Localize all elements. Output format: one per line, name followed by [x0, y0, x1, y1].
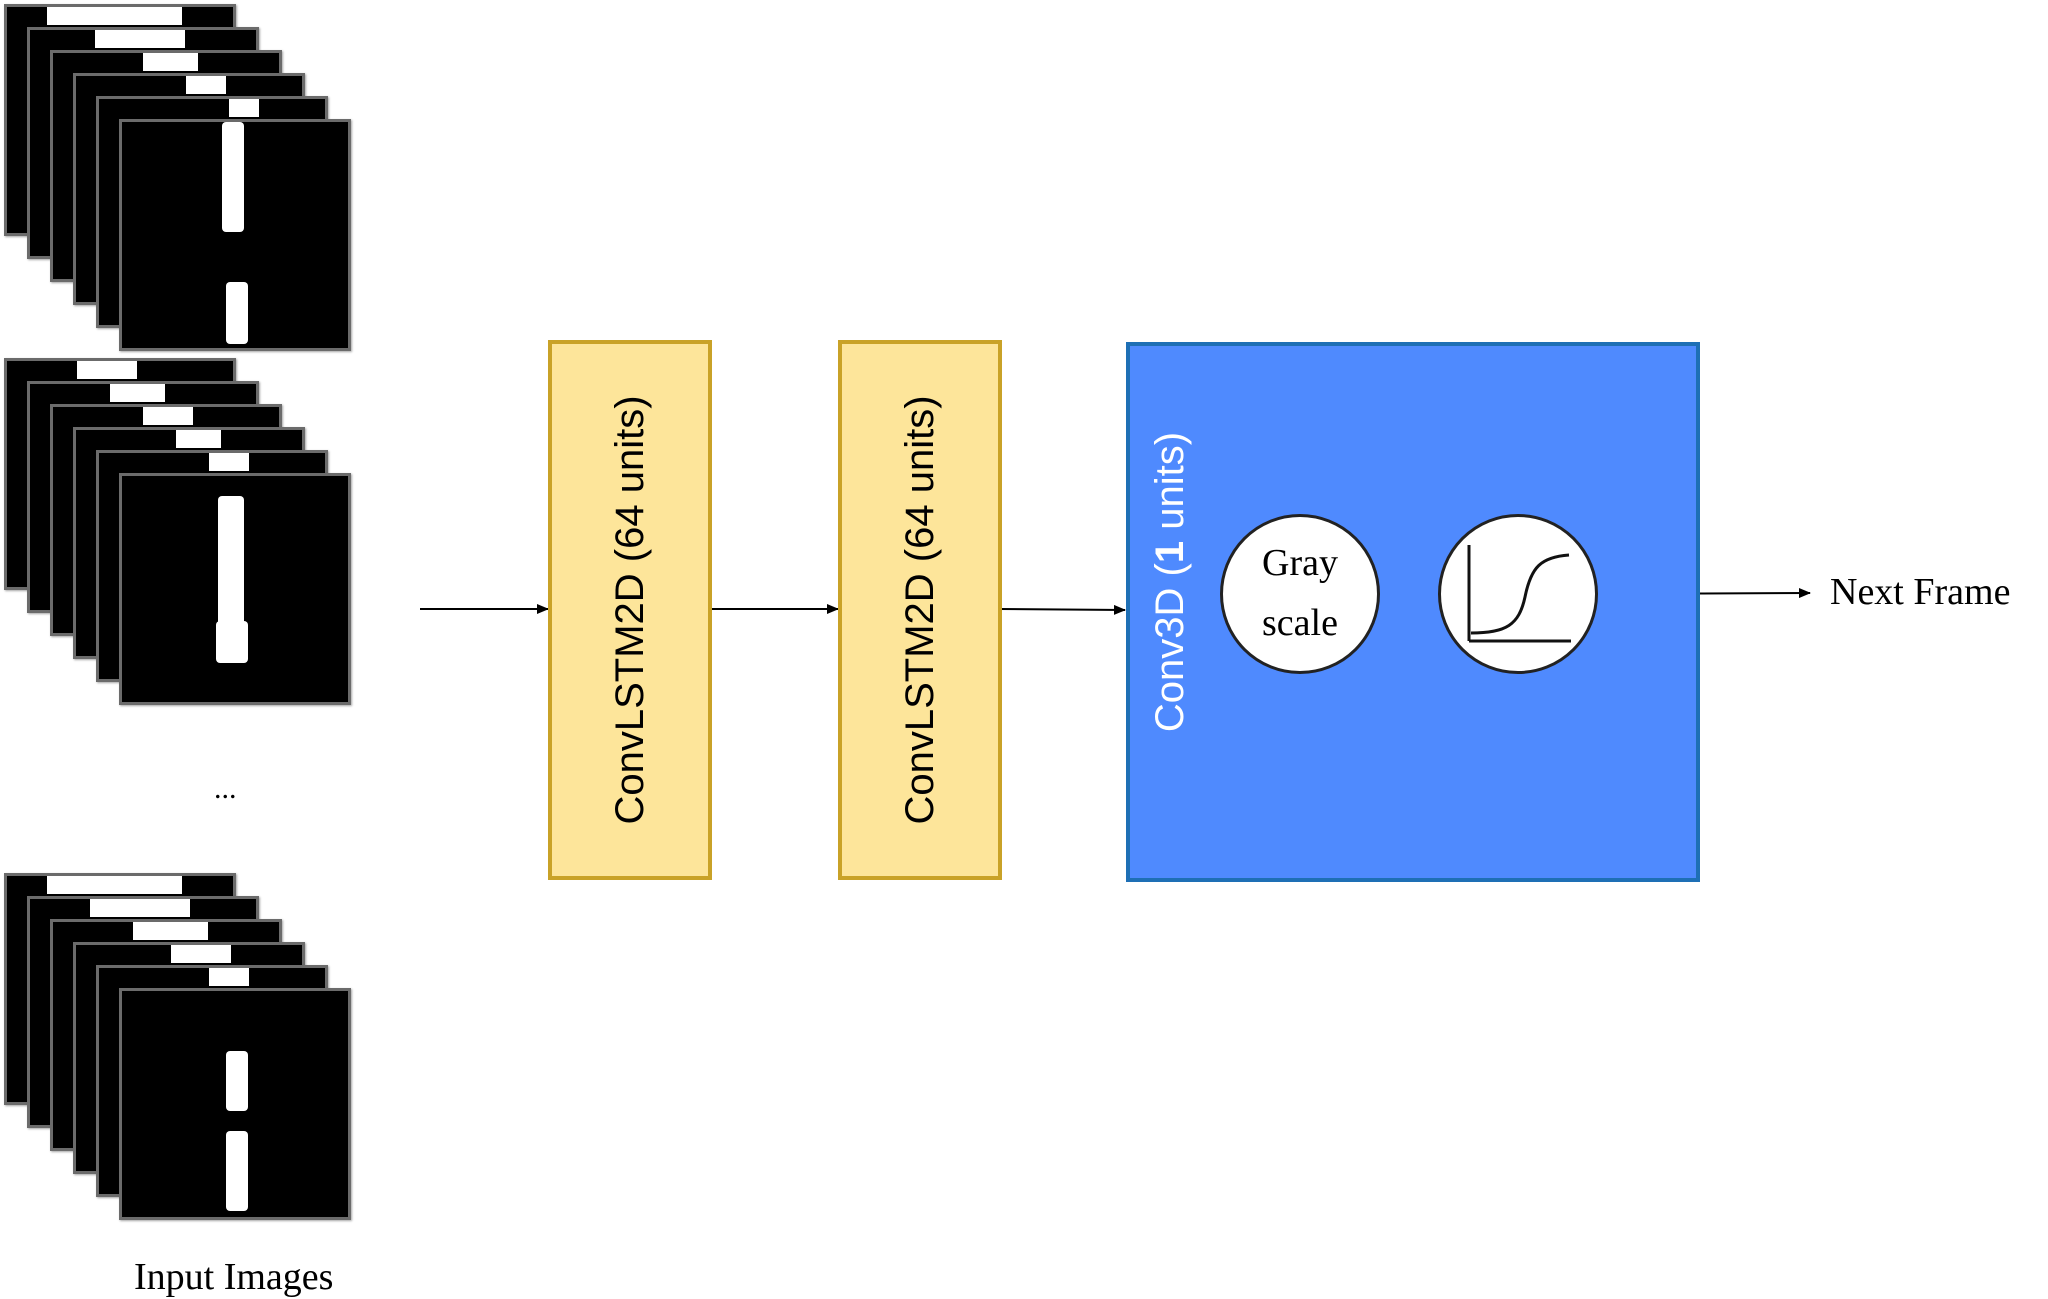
frame-stripe: [47, 7, 182, 25]
input-images-label: Input Images: [134, 1256, 334, 1298]
layer-units: (64 units): [898, 395, 942, 563]
frame-stripe: [186, 76, 226, 94]
frame-stripe: [216, 621, 248, 663]
grayscale-node: Gray scale: [1220, 514, 1380, 674]
frame-stripe: [226, 282, 248, 344]
next-frame-label: Next Frame: [1830, 571, 2011, 613]
sigmoid-curve: [1470, 553, 1570, 635]
convlstm2d-layer-2: ConvLSTM2D (64 units): [838, 340, 1002, 880]
frame-stripe: [229, 99, 259, 117]
frame-stripe: [209, 968, 249, 986]
frame-stripe: [110, 384, 165, 402]
input-frame-front: [119, 119, 351, 351]
frame-stripe: [171, 945, 231, 963]
conv3d-layer: Conv3D (1 units): [1126, 342, 1700, 882]
conv3d-units-open: (: [1148, 563, 1192, 577]
sigmoid-activation-node: [1438, 514, 1598, 674]
frame-stripe: [90, 899, 190, 917]
input-frame-front: [119, 473, 351, 705]
layer-name: ConvLSTM2D: [608, 573, 652, 825]
frame-stripe: [143, 53, 198, 71]
convlstm2d-layer-1: ConvLSTM2D (64 units): [548, 340, 712, 880]
frame-stripe: [143, 407, 193, 425]
conv3d-name: Conv3D: [1148, 587, 1192, 733]
input-ellipsis: ...: [214, 772, 237, 805]
frame-stripe: [47, 876, 182, 894]
frame-stripe: [95, 30, 185, 48]
sigmoid-icon: [1467, 545, 1571, 643]
layer-name: ConvLSTM2D: [898, 573, 942, 825]
convlstm2d-layer-1-label: ConvLSTM2D (64 units): [604, 342, 656, 878]
grayscale-label-line2: scale: [1262, 602, 1338, 644]
frame-stripe: [222, 122, 244, 232]
frame-stripe: [176, 430, 221, 448]
conv3d-units-number: 1: [1148, 540, 1192, 564]
convlstm2d-layer-2-label: ConvLSTM2D (64 units): [894, 342, 946, 878]
grayscale-label-line1: Gray: [1262, 542, 1338, 584]
frame-stripe: [218, 496, 244, 626]
arrow-layer2-to-conv3d: [999, 604, 1126, 615]
frame-stripe: [226, 1131, 248, 1211]
conv3d-units-close: units): [1148, 431, 1192, 541]
layer-units: (64 units): [608, 395, 652, 563]
conv3d-layer-label: Conv3D (1 units): [1144, 382, 1196, 782]
frame-stripe: [133, 922, 208, 940]
input-frame-front: [119, 988, 351, 1220]
frame-stripe: [209, 453, 249, 471]
frame-stripe: [77, 361, 137, 379]
frame-stripe: [226, 1051, 248, 1111]
